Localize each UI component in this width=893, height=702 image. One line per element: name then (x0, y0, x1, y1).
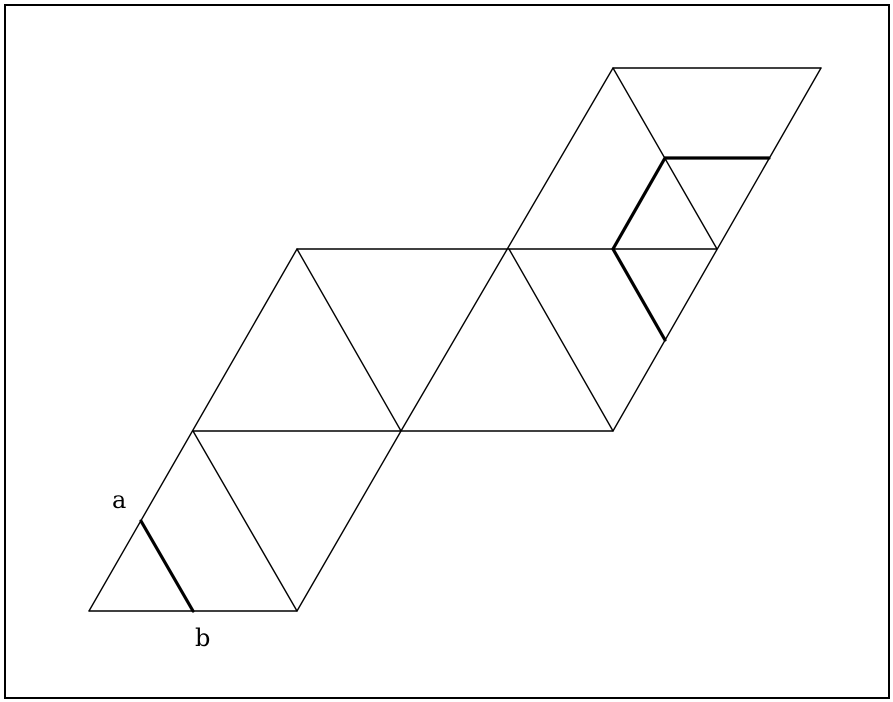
edge-falling-middle-right (508, 248, 614, 432)
edge-rising-bottom (296, 430, 402, 612)
label-b: b (195, 624, 210, 652)
path-segment-ab (139, 519, 195, 613)
net-edges (88, 67, 822, 612)
edge-rising-left (88, 248, 298, 612)
path-segment-lower-diagonal (611, 247, 667, 342)
path-segment-upper-diagonal (611, 156, 667, 251)
label-a: a (112, 486, 126, 514)
edge-falling-middle-left (296, 248, 402, 432)
highlighted-path (139, 156, 771, 613)
edge-rising-center (400, 67, 614, 432)
edge-falling-bottom (192, 430, 298, 612)
